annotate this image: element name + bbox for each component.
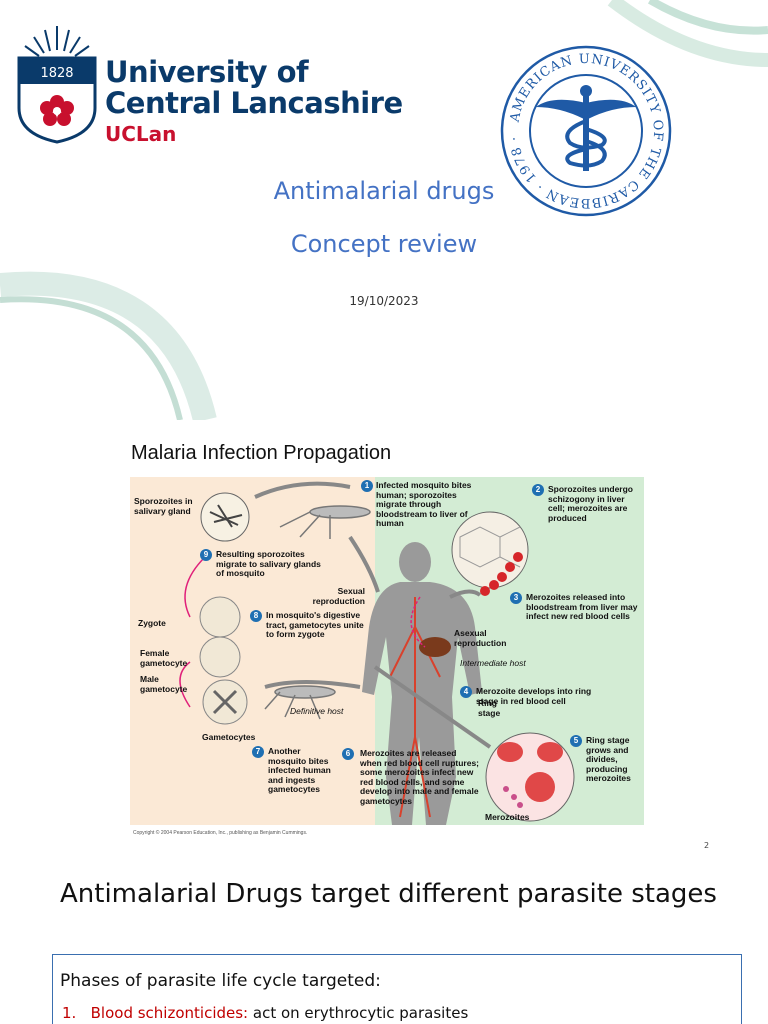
label-female-gametocyte: Female gametocyte xyxy=(140,649,190,668)
box-heading: Phases of parasite life cycle targeted: xyxy=(60,971,381,991)
step-text-7: Another mosquito bites infected human an… xyxy=(268,747,332,795)
step-badge-7: 7 xyxy=(252,746,264,758)
list-item-desc: act on erythrocytic parasites xyxy=(248,1004,468,1022)
title-slide: 1828 University of Central Lancashire UC… xyxy=(0,0,768,420)
slide-title: Antimalarial drugs xyxy=(0,177,768,205)
university-name: University of Central Lancashire xyxy=(105,57,403,119)
page-number: 2 xyxy=(704,841,709,850)
slide-subtitle: Concept review xyxy=(0,230,768,258)
step-text-6: Merozoites are released when red blood c… xyxy=(360,749,480,806)
label-sexual-reproduction: Sexual reproduction xyxy=(295,587,365,606)
university-abbr: UCLan xyxy=(105,122,176,146)
step-text-9: Resulting sporozoites migrate to salivar… xyxy=(216,550,324,579)
list-item-term: Blood schizonticides: xyxy=(91,1004,248,1022)
step-text-2: Sporozoites undergo schizogony in liver … xyxy=(548,485,638,523)
label-male-gametocyte: Male gametocyte xyxy=(140,675,195,694)
step-text-8: In mosquito's digestive tract, gametocyt… xyxy=(266,611,366,640)
label-gametocytes: Gametocytes xyxy=(202,733,255,743)
label-merozoites: Merozoites xyxy=(485,813,529,823)
diagram-title: Malaria Infection Propagation xyxy=(131,442,391,465)
label-zygote: Zygote xyxy=(138,619,166,629)
step-text-5: Ring stage grows and divides, producing … xyxy=(586,736,642,784)
malaria-lifecycle-diagram: Sporozoites in salivary gland Zygote Fem… xyxy=(130,477,644,825)
label-asexual-reproduction: Asexual reproduction xyxy=(454,629,524,648)
step-text-1: Infected mosquito bites human; sporozoit… xyxy=(376,481,484,529)
step-badge-2: 2 xyxy=(532,484,544,496)
step-badge-6: 6 xyxy=(342,748,354,760)
slide3-title: Antimalarial Drugs target different para… xyxy=(60,878,740,910)
drug-targets-slide: Antimalarial Drugs target different para… xyxy=(0,860,768,1024)
step-badge-4: 4 xyxy=(460,686,472,698)
label-definitive-host: Definitive host xyxy=(290,707,343,717)
step-text-4: Merozoite develops into ring stage in re… xyxy=(476,687,598,706)
label-sporozoites-gland: Sporozoites in salivary gland xyxy=(134,497,204,516)
list-item: 1. Blood schizonticides: act on erythroc… xyxy=(62,1004,468,1022)
svg-text:1828: 1828 xyxy=(40,66,73,81)
step-badge-8: 8 xyxy=(250,610,262,622)
slide-date: 19/10/2023 xyxy=(0,294,768,308)
label-intermediate-host: Intermediate host xyxy=(460,659,526,669)
step-badge-9: 9 xyxy=(200,549,212,561)
malaria-slide: Malaria Infection Propagation xyxy=(0,420,768,860)
step-badge-5: 5 xyxy=(570,735,582,747)
uclan-crest-logo: 1828 xyxy=(17,24,97,144)
step-badge-3: 3 xyxy=(510,592,522,604)
step-badge-1: 1 xyxy=(361,480,373,492)
diagram-copyright: Copyright © 2004 Pearson Education, Inc.… xyxy=(133,830,307,836)
list-item-number: 1. xyxy=(62,1004,76,1022)
step-text-3: Merozoites released into bloodstream fro… xyxy=(526,593,642,622)
